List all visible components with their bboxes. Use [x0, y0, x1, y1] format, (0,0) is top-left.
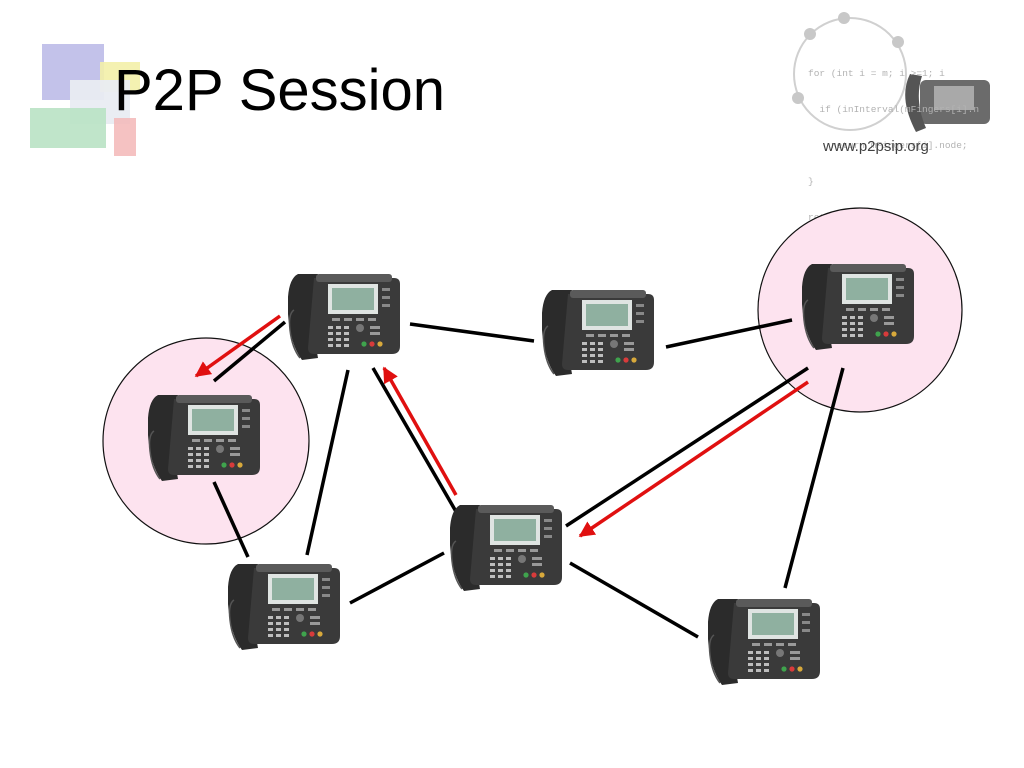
connection-line — [665, 318, 793, 349]
phone-center-icon — [450, 504, 562, 592]
connection-line — [212, 481, 250, 558]
logo-node-dot — [892, 36, 904, 48]
session-arrow — [194, 314, 282, 378]
connection-line — [569, 561, 699, 639]
slide-title: P2P Session — [114, 58, 446, 123]
p2psip-logo: for (int i = m; i >=1; i if (inInterval(… — [780, 12, 1010, 223]
connection-line — [565, 366, 809, 528]
connection-line — [409, 322, 535, 343]
phone-bottom-right-icon — [708, 598, 820, 686]
decorative-square-pink — [114, 118, 136, 156]
connection-line — [371, 367, 460, 516]
decorative-square-green — [30, 108, 106, 148]
session-arrow — [382, 366, 458, 496]
logo-graphic — [792, 12, 990, 132]
phone-top-right-icon — [802, 263, 914, 351]
logo-code-line: return mFingers[i].node; — [808, 140, 968, 151]
connection-line — [783, 367, 845, 589]
logo-node-dot — [838, 12, 850, 24]
phone-left-icon — [148, 394, 260, 482]
logo-phone-icon — [905, 74, 990, 132]
phone-top-middle-icon — [542, 289, 654, 377]
connection-line — [305, 369, 350, 556]
phone-bottom-left-icon — [228, 563, 340, 651]
connection-line — [349, 551, 445, 605]
logo-code-line: for (int i = m; i >=1; i — [808, 68, 945, 79]
connection-line — [212, 320, 287, 383]
session-arrow — [578, 380, 809, 538]
logo-code-line: if (inInterval(mFingers[i].n — [808, 104, 980, 115]
logo-node-dot — [792, 92, 804, 104]
phone-top-left-icon — [288, 273, 400, 361]
logo-code-line: } — [808, 176, 814, 187]
logo-node-dot — [804, 28, 816, 40]
logo-url: www.p2psip.org — [823, 138, 929, 155]
